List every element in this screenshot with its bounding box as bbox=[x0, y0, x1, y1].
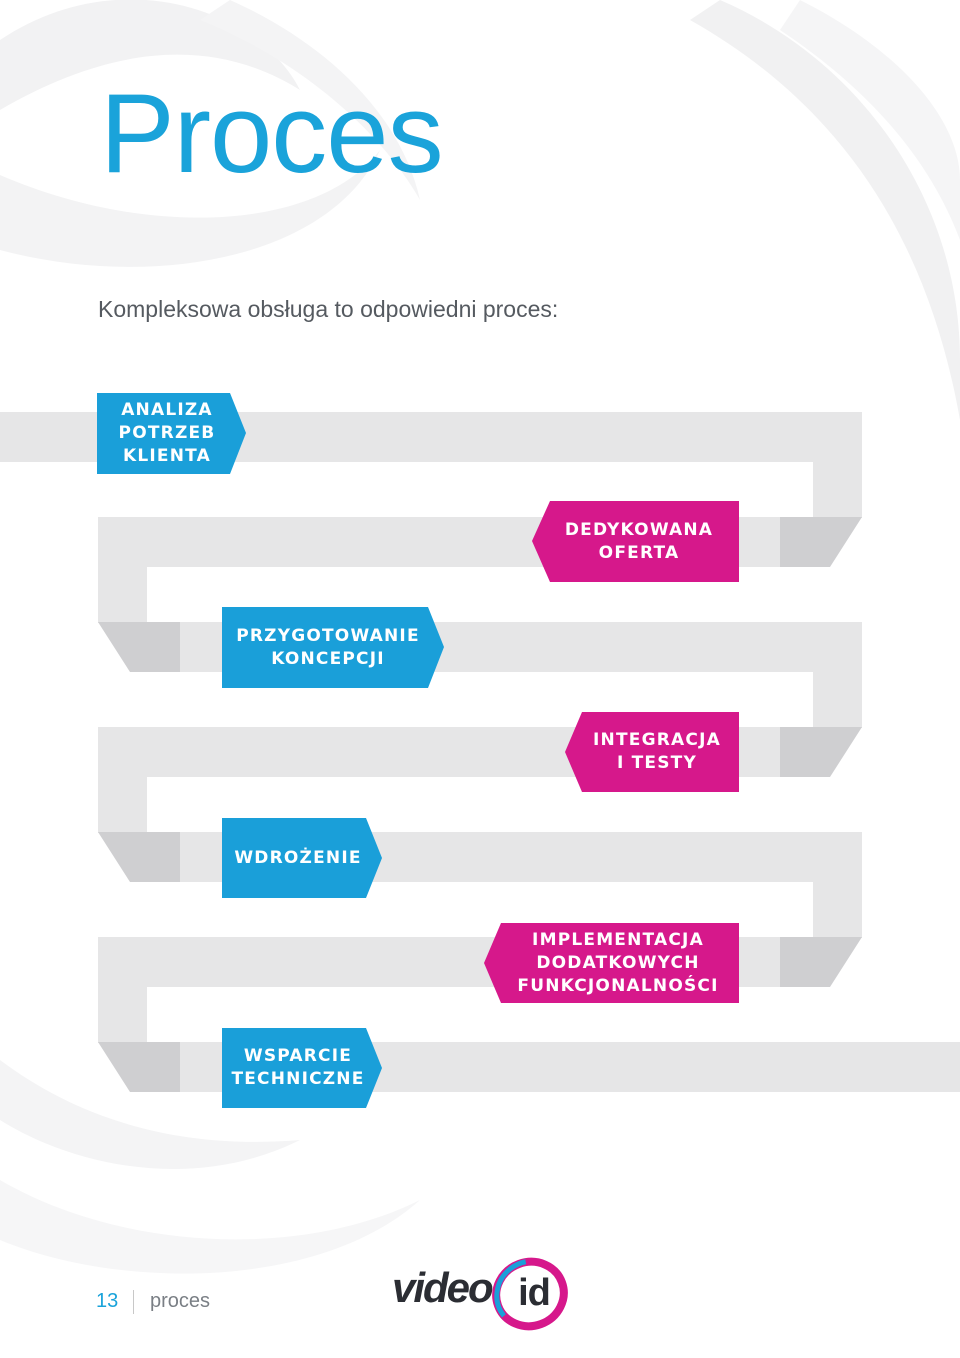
step-box-integracja bbox=[565, 712, 739, 792]
logo-wordmark: video bbox=[392, 1264, 494, 1311]
step-label-wsparcie: WSPARCIE TECHNICZNE bbox=[231, 1046, 365, 1089]
page-number: 13 bbox=[96, 1290, 119, 1312]
step-box-implementacja bbox=[484, 923, 739, 1003]
videoid-logo: video id bbox=[392, 1252, 572, 1336]
step-label-przygotowanie: PRZYGOTOWANIE KONCEPCJI bbox=[236, 625, 420, 669]
ribbon-path bbox=[0, 412, 960, 1092]
step-label-wdrozenie: WDROŻENIE bbox=[234, 847, 362, 868]
step-box-analiza bbox=[97, 393, 246, 474]
step-box-przygotowanie bbox=[222, 607, 444, 688]
footer-divider bbox=[133, 1290, 134, 1314]
step-label-analiza: ANALIZA POTRZEB KLIENTA bbox=[118, 400, 216, 466]
step-label-dedykowana-oferta: DEDYKOWANA OFERTA bbox=[564, 519, 714, 563]
page-title: Proces bbox=[100, 71, 444, 196]
page-subtitle: Kompleksowa obsługa to odpowiedni proces… bbox=[98, 296, 559, 322]
step-label-implementacja: IMPLEMENTACJA DODATKOWYCH FUNKCJONALNOŚC… bbox=[517, 929, 719, 996]
step-box-dedykowana-oferta bbox=[532, 501, 739, 582]
logo-badge-icon bbox=[492, 1257, 568, 1331]
step-label-integracja: INTEGRACJA I TESTY bbox=[593, 730, 721, 773]
step-box-wdrozenie bbox=[222, 818, 382, 898]
step-box-wsparcie bbox=[222, 1028, 382, 1108]
section-name: proces bbox=[150, 1290, 211, 1312]
logo-badge-text: id bbox=[518, 1272, 551, 1314]
